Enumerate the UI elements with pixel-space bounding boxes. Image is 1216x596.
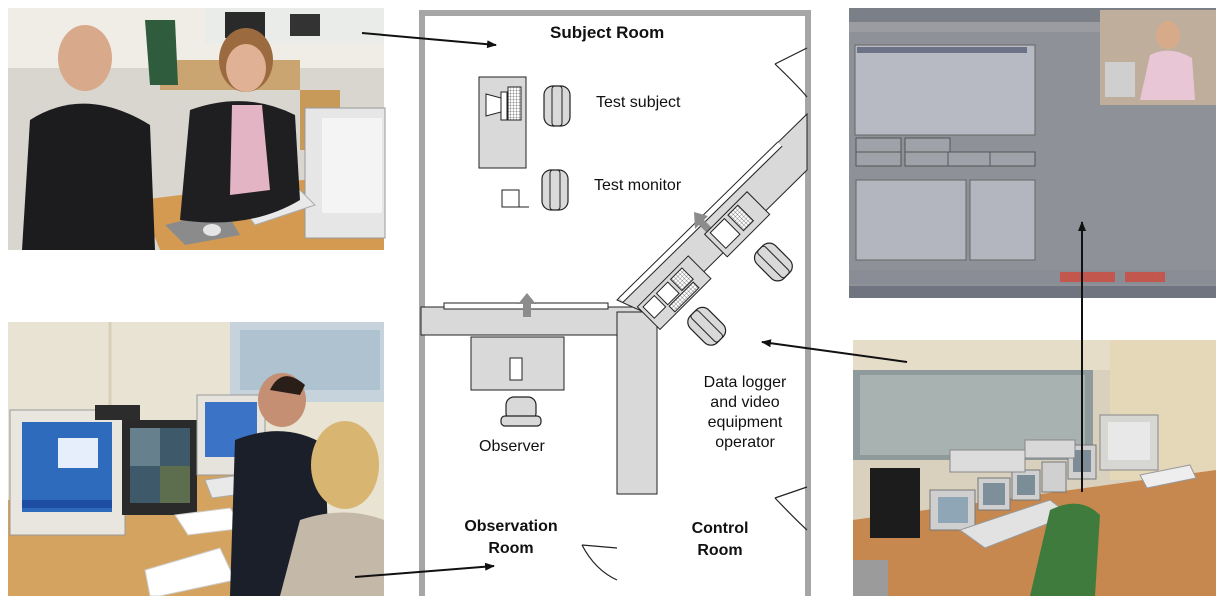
- subject-monitor: [485, 91, 508, 121]
- photo-control-room: [853, 340, 1216, 596]
- photo-observation-room: [8, 322, 384, 596]
- label-observation-room: Observation Room: [464, 518, 558, 557]
- test-monitor-table: [501, 189, 529, 208]
- door-control-room: [774, 486, 808, 531]
- label-test-monitor: Test monitor: [594, 177, 682, 194]
- chair-control-upper: [753, 242, 793, 282]
- photo-subject-room: [8, 8, 386, 251]
- arrow-control-photo: [761, 339, 908, 363]
- chair-test-subject: [543, 85, 571, 127]
- view-arrow-up: [518, 293, 536, 317]
- wall-observation-control: [616, 311, 658, 495]
- arrow-subject-photo: [361, 32, 497, 49]
- door-subject-room: [774, 47, 808, 98]
- subject-keyboard: [507, 86, 522, 121]
- arrow-observation-photo: [354, 562, 495, 578]
- observer-desk: [470, 336, 565, 391]
- label-observer: Observer: [479, 438, 545, 455]
- label-test-subject: Test subject: [596, 94, 681, 111]
- label-subject-room: Subject Room: [550, 23, 665, 42]
- label-data-logger: Data logger and video equipment operator: [703, 374, 787, 451]
- chair-control-lower: [687, 306, 727, 346]
- chair-test-monitor: [541, 169, 569, 211]
- control-desk-lower: [636, 255, 712, 331]
- label-control-room: Control Room: [691, 520, 749, 559]
- screenshot-logging-software: [849, 8, 1216, 298]
- door-observation-room: [581, 544, 618, 581]
- chair-observer: [500, 396, 542, 427]
- control-desk-upper: [703, 191, 771, 258]
- view-arrow-diagonal: [694, 212, 712, 233]
